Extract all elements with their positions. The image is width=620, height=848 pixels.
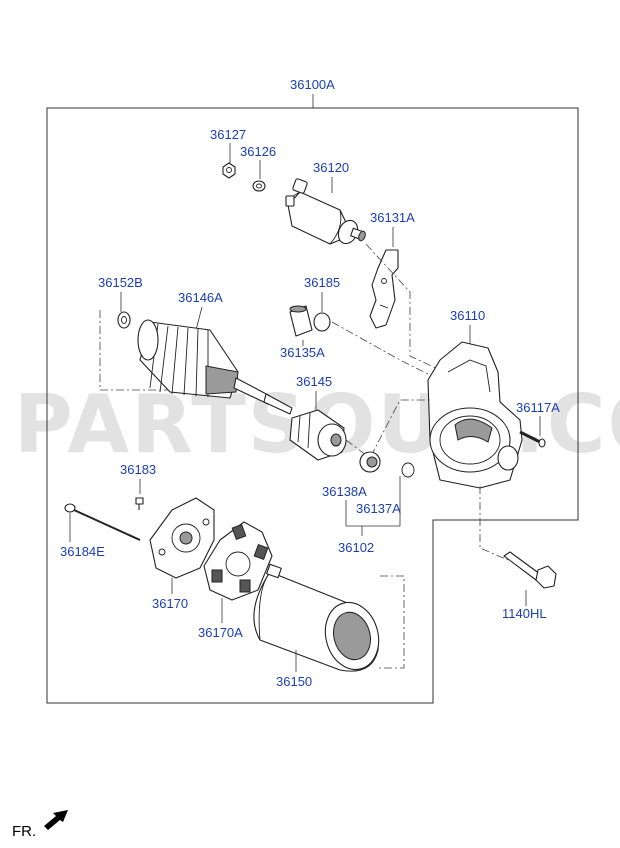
part-label-36117A[interactable]: 36117A: [516, 400, 560, 415]
part-label-36170[interactable]: 36170: [152, 596, 188, 611]
part-label-36131A[interactable]: 36131A: [370, 210, 415, 225]
through-bolt-36184E: [64, 503, 141, 541]
stop-ring-36138A: [359, 451, 381, 473]
part-label-36127[interactable]: 36127: [210, 127, 246, 142]
yoke-36150: [253, 563, 380, 672]
bolt-36117A: [519, 430, 546, 448]
shift-lever-36131A: [369, 249, 399, 329]
pinion-36145: [289, 409, 347, 461]
leader-36146A: [195, 306, 203, 331]
end-plate-36170: [149, 497, 215, 579]
part-label-1140HL[interactable]: 1140HL: [502, 606, 547, 621]
part-label-36110[interactable]: 36110: [450, 308, 485, 323]
part-label-36185[interactable]: 36185: [304, 275, 340, 290]
part-label-36170A[interactable]: 36170A: [198, 625, 243, 640]
part-label-36150[interactable]: 36150: [276, 674, 312, 689]
drive-housing-36110: [427, 341, 523, 489]
part-label-36100A[interactable]: 36100A: [290, 77, 335, 92]
part-label-36120[interactable]: 36120: [313, 160, 349, 175]
nut-36127: [222, 162, 236, 179]
part-label-36126[interactable]: 36126: [240, 144, 276, 159]
solenoid-36120: [285, 178, 366, 245]
assembly-frame: [46, 107, 579, 704]
part-label-36146A[interactable]: 36146A: [178, 290, 223, 305]
part-label-36183[interactable]: 36183: [120, 462, 156, 477]
washer-36126: [252, 180, 266, 192]
armature-36146A: [137, 319, 293, 415]
dash-36185: [331, 321, 433, 377]
cap-36135A: [289, 305, 313, 337]
clip-36137A: [401, 462, 415, 478]
part-label-36145[interactable]: 36145: [296, 374, 332, 389]
part-label-36135A[interactable]: 36135A: [280, 345, 325, 360]
dash-36152B: [99, 310, 168, 391]
washer-36152B: [117, 311, 131, 329]
dash-36150: [376, 575, 405, 669]
part-label-36137A[interactable]: 36137A: [356, 501, 401, 516]
part-label-36102[interactable]: 36102: [338, 540, 374, 555]
brush-assembly-36170A: [203, 521, 273, 601]
dash-1140HL: [479, 486, 509, 561]
part-label-36152B[interactable]: 36152B: [98, 275, 143, 290]
part-label-36184E[interactable]: 36184E: [60, 544, 105, 559]
front-direction-label: FR.: [12, 823, 36, 840]
dash-36120: [365, 243, 441, 371]
bolt-1140HL: [503, 551, 557, 589]
screw-36183: [135, 497, 144, 510]
ring-36185: [313, 312, 331, 332]
front-arrow-icon: [44, 810, 68, 830]
part-label-36138A[interactable]: 36138A: [322, 484, 367, 499]
